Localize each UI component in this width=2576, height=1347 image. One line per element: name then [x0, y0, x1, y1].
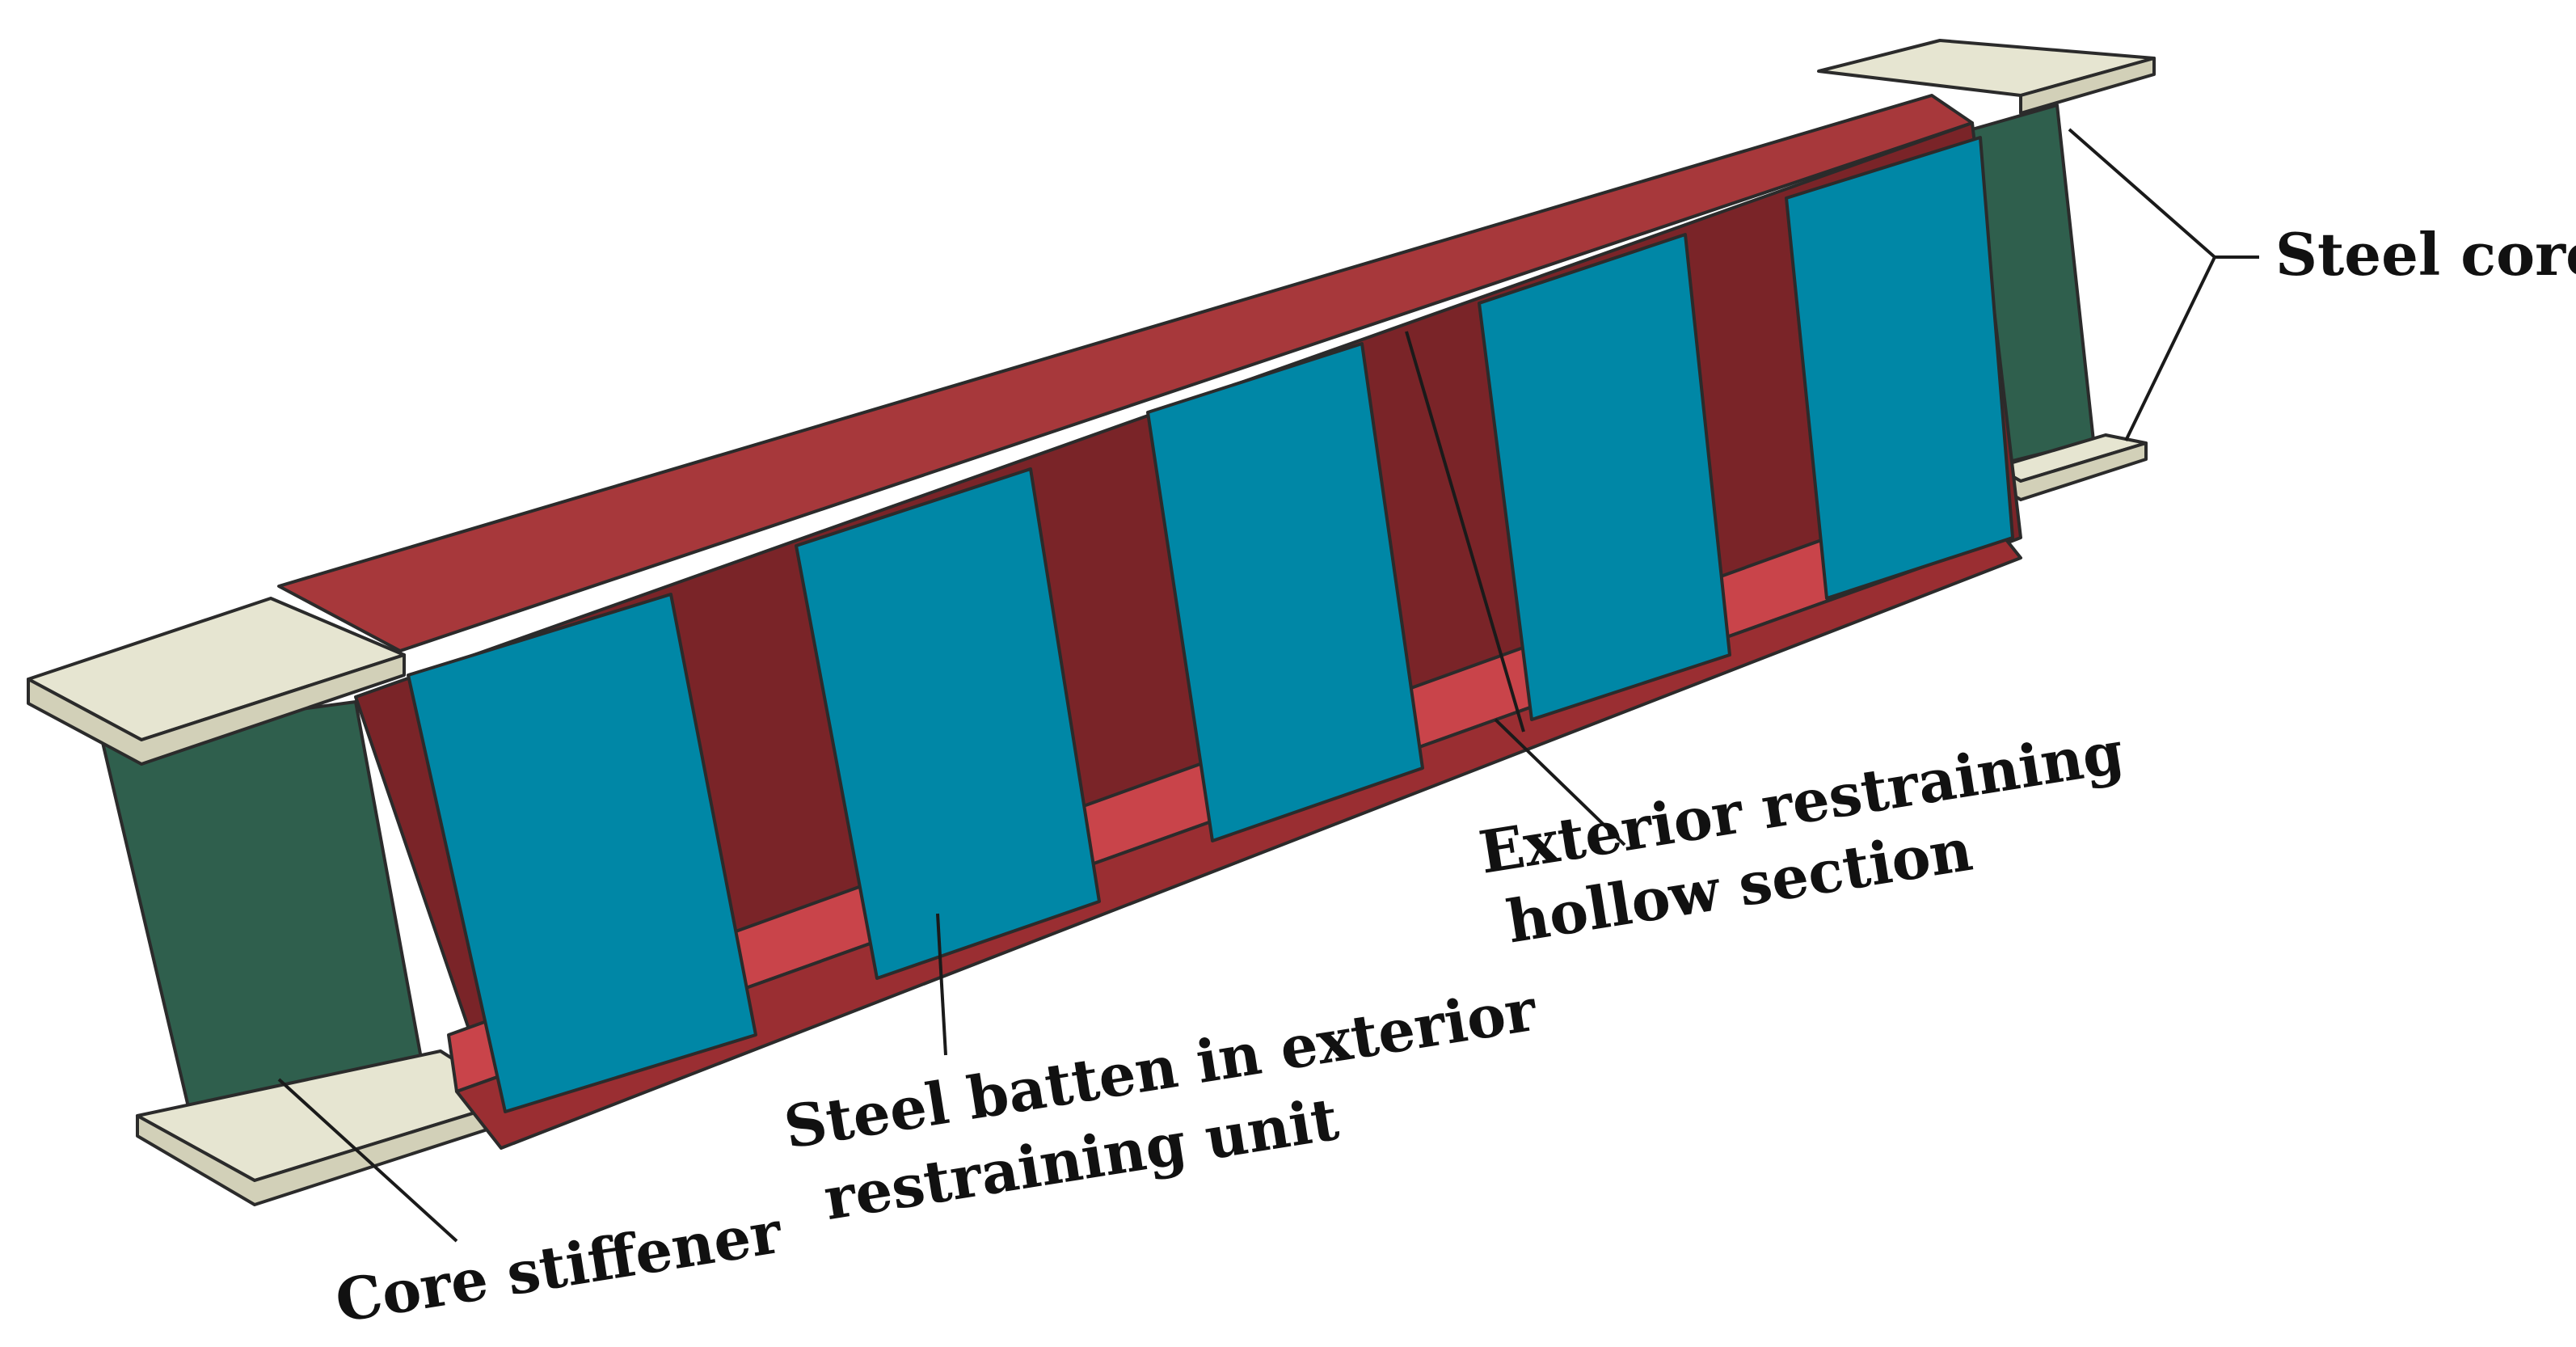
left-top-flange-edge	[27, 653, 406, 766]
core-stiffener-label: Core stiffener	[331, 1197, 786, 1336]
right-top-flange-edge	[2019, 57, 2156, 115]
steel-cores-leader-bottom	[2124, 256, 2216, 441]
hollow-section-bottom-face	[455, 536, 2022, 1150]
exterior-section-leader-top	[1405, 331, 1525, 733]
core-stiffener-leader	[277, 1078, 458, 1243]
steel-batten-3	[1146, 342, 1424, 842]
left-core-end	[27, 597, 519, 1206]
steel-cores-label: Steel cores	[2275, 220, 2576, 289]
batten-label-group: Steel batten in exterior restraining uni…	[779, 975, 1541, 1233]
leader-lines	[277, 128, 2259, 1243]
exterior-section-label-group: Exterior restraining hollow section	[1474, 717, 2127, 956]
steel-batten-5	[1785, 136, 2014, 600]
steel-battens	[407, 136, 2014, 1113]
batten-leader	[936, 913, 947, 1056]
steel-batten-1	[407, 593, 757, 1113]
core-stiffener-label-group: Core stiffener	[331, 1197, 786, 1336]
hollow-section-upper-edge	[399, 121, 1973, 652]
steel-batten-2	[795, 467, 1101, 980]
exterior-section-leader-bottom	[1494, 718, 1626, 847]
steel-cores-leader-top	[2068, 128, 2216, 259]
steel-batten-4	[1478, 233, 1731, 721]
